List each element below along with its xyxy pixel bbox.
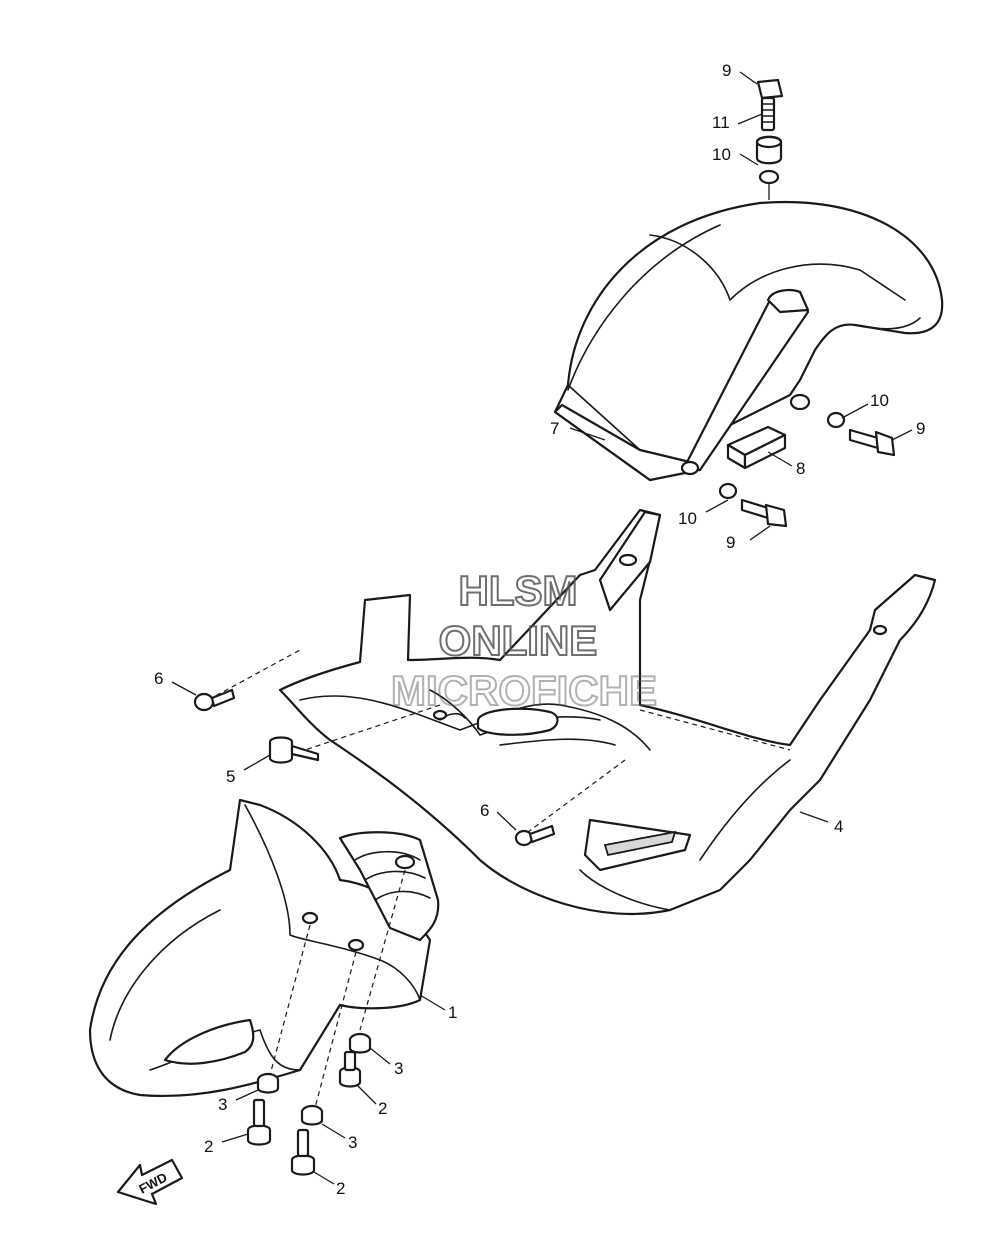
screw-upper-left[interactable] <box>193 688 236 712</box>
watermark-line-1: HLSM <box>459 567 578 614</box>
callout-6: 6 <box>154 669 163 688</box>
callout-numbers: 9 11 10 10 9 7 8 10 9 6 5 6 4 1 3 2 3 2 … <box>154 61 925 1198</box>
front-fender[interactable] <box>88 798 440 1098</box>
leader-lines <box>171 71 913 1185</box>
watermark: HLSM ONLINE MICROFICHE <box>390 566 658 715</box>
screw-mid-left[interactable] <box>268 736 320 764</box>
callout-1: 1 <box>448 1003 457 1022</box>
callout-3: 3 <box>348 1133 357 1152</box>
inner-mud-flap[interactable] <box>278 508 937 916</box>
screw-lower-center[interactable] <box>514 824 556 847</box>
callout-10: 10 <box>712 145 731 164</box>
rear-fender[interactable] <box>553 200 944 482</box>
fender-bolt-upper[interactable] <box>338 1050 362 1088</box>
callout-10: 10 <box>870 391 889 410</box>
fender-bolt-left[interactable] <box>246 1098 272 1146</box>
callout-8: 8 <box>796 459 805 478</box>
fender-nut-lower[interactable] <box>300 1104 324 1126</box>
rear-fender-lower-bolt[interactable] <box>718 482 788 528</box>
callout-4: 4 <box>834 817 843 836</box>
watermark-line-2: ONLINE <box>439 617 598 664</box>
rear-fender-side-bolt[interactable] <box>826 411 896 457</box>
top-bolt-stack[interactable] <box>755 78 784 200</box>
callout-9: 9 <box>916 419 925 438</box>
callout-2: 2 <box>204 1137 213 1156</box>
callout-2: 2 <box>378 1099 387 1118</box>
callout-10: 10 <box>678 509 697 528</box>
callout-7: 7 <box>550 419 559 438</box>
callout-9: 9 <box>726 533 735 552</box>
fender-nut-left[interactable] <box>256 1072 280 1094</box>
fender-bolt-lower[interactable] <box>290 1128 316 1176</box>
callout-3: 3 <box>394 1059 403 1078</box>
fender-nut-upper[interactable] <box>348 1032 372 1054</box>
callout-6: 6 <box>480 801 489 820</box>
callout-5: 5 <box>226 767 235 786</box>
callout-9: 9 <box>722 61 731 80</box>
rubber-damper[interactable] <box>726 425 787 470</box>
watermark-line-3: MICROFICHE <box>391 667 657 714</box>
forward-direction-arrow: FWD <box>116 1158 184 1206</box>
callout-3: 3 <box>218 1095 227 1114</box>
callout-11: 11 <box>712 113 730 132</box>
callout-2: 2 <box>336 1179 345 1198</box>
